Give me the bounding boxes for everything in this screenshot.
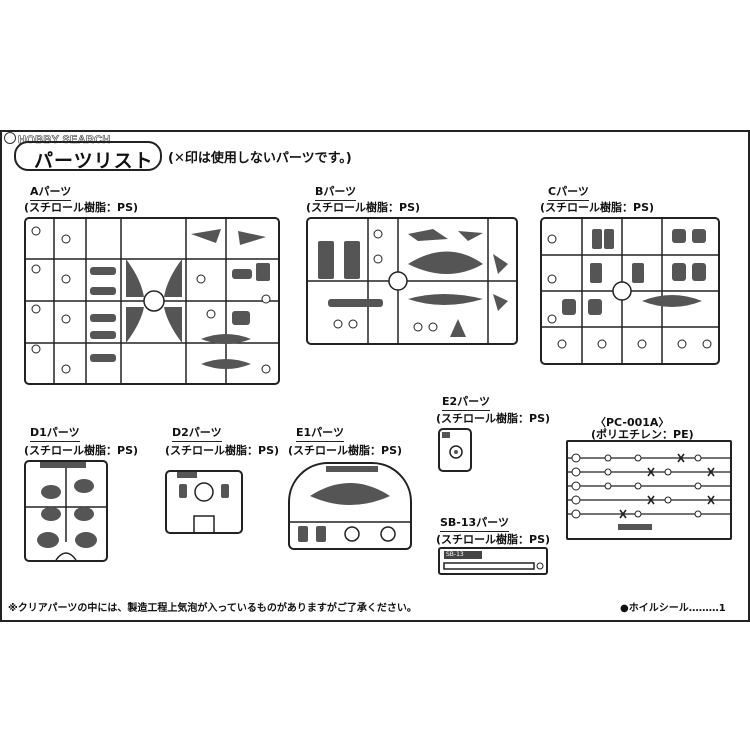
- runner-sb13: SB-13: [438, 547, 548, 575]
- material-d2-parts: (スチロール樹脂：PS): [165, 444, 280, 457]
- title-note: (✕印は使用しないパーツです。): [168, 151, 352, 166]
- runner-e1-drawing: [290, 466, 410, 542]
- runner-c-drawing: [542, 219, 718, 363]
- frame-right: [748, 130, 750, 622]
- runner-e2-drawing: [442, 432, 463, 459]
- material-d1-parts: (スチロール樹脂：PS): [24, 444, 139, 457]
- runner-d2: [165, 470, 243, 534]
- runner-a-drawing: [26, 219, 278, 383]
- label-a-parts: Aパーツ: [30, 183, 72, 201]
- watermark-logo-icon: [4, 132, 16, 144]
- runner-b-drawing: [308, 219, 516, 343]
- material-e1-parts: (スチロール樹脂：PS): [288, 444, 403, 457]
- label-d2-parts: D2パーツ: [172, 424, 222, 442]
- runner-pc: [566, 440, 732, 540]
- label-b-parts: Bパーツ: [315, 183, 357, 201]
- runner-d1-drawing: [26, 462, 106, 560]
- runner-d2-drawing: [177, 472, 229, 532]
- material-a-parts: (スチロール樹脂：PS): [24, 201, 139, 214]
- runner-d1: [24, 460, 108, 562]
- label-d1-parts: D1パーツ: [30, 424, 80, 442]
- runner-a: [24, 217, 280, 385]
- label-sb13-parts: SB-13パーツ: [440, 514, 509, 532]
- material-e2-parts: (スチロール樹脂：PS): [436, 412, 551, 425]
- label-c-parts: Cパーツ: [548, 183, 589, 201]
- foil-seal-count: ●ホイルシール………1: [620, 603, 726, 614]
- watermark: HOBBY SEARCH: [4, 132, 111, 146]
- material-b-parts: (スチロール樹脂：PS): [306, 201, 421, 214]
- runner-c: [540, 217, 720, 365]
- frame-left: [0, 130, 2, 622]
- frame-top: [0, 130, 750, 132]
- runner-pc-drawing: [568, 453, 730, 530]
- footer-note: ※クリアパーツの中には、製造工程上気泡が入っているものがありますがご了承ください…: [8, 603, 417, 614]
- sb13-tag: SB-13: [444, 551, 482, 559]
- label-pc-parts: 〈PC-001A〉: [595, 416, 670, 429]
- label-e1-parts: E1パーツ: [296, 424, 344, 442]
- label-e2-parts: E2パーツ: [442, 393, 490, 411]
- frame-bottom: [0, 620, 750, 622]
- page-title: パーツリスト: [34, 150, 154, 172]
- runner-b: [306, 217, 518, 345]
- material-sb13-parts: (スチロール樹脂：PS): [436, 533, 551, 546]
- runner-e1: [288, 462, 412, 550]
- title-box: パーツリスト: [14, 141, 162, 172]
- material-pc-parts: (ポリエチレン：PE): [591, 428, 694, 441]
- runner-sb13-drawing: [443, 562, 544, 570]
- runner-e2: [438, 428, 472, 472]
- material-c-parts: (スチロール樹脂：PS): [540, 201, 655, 214]
